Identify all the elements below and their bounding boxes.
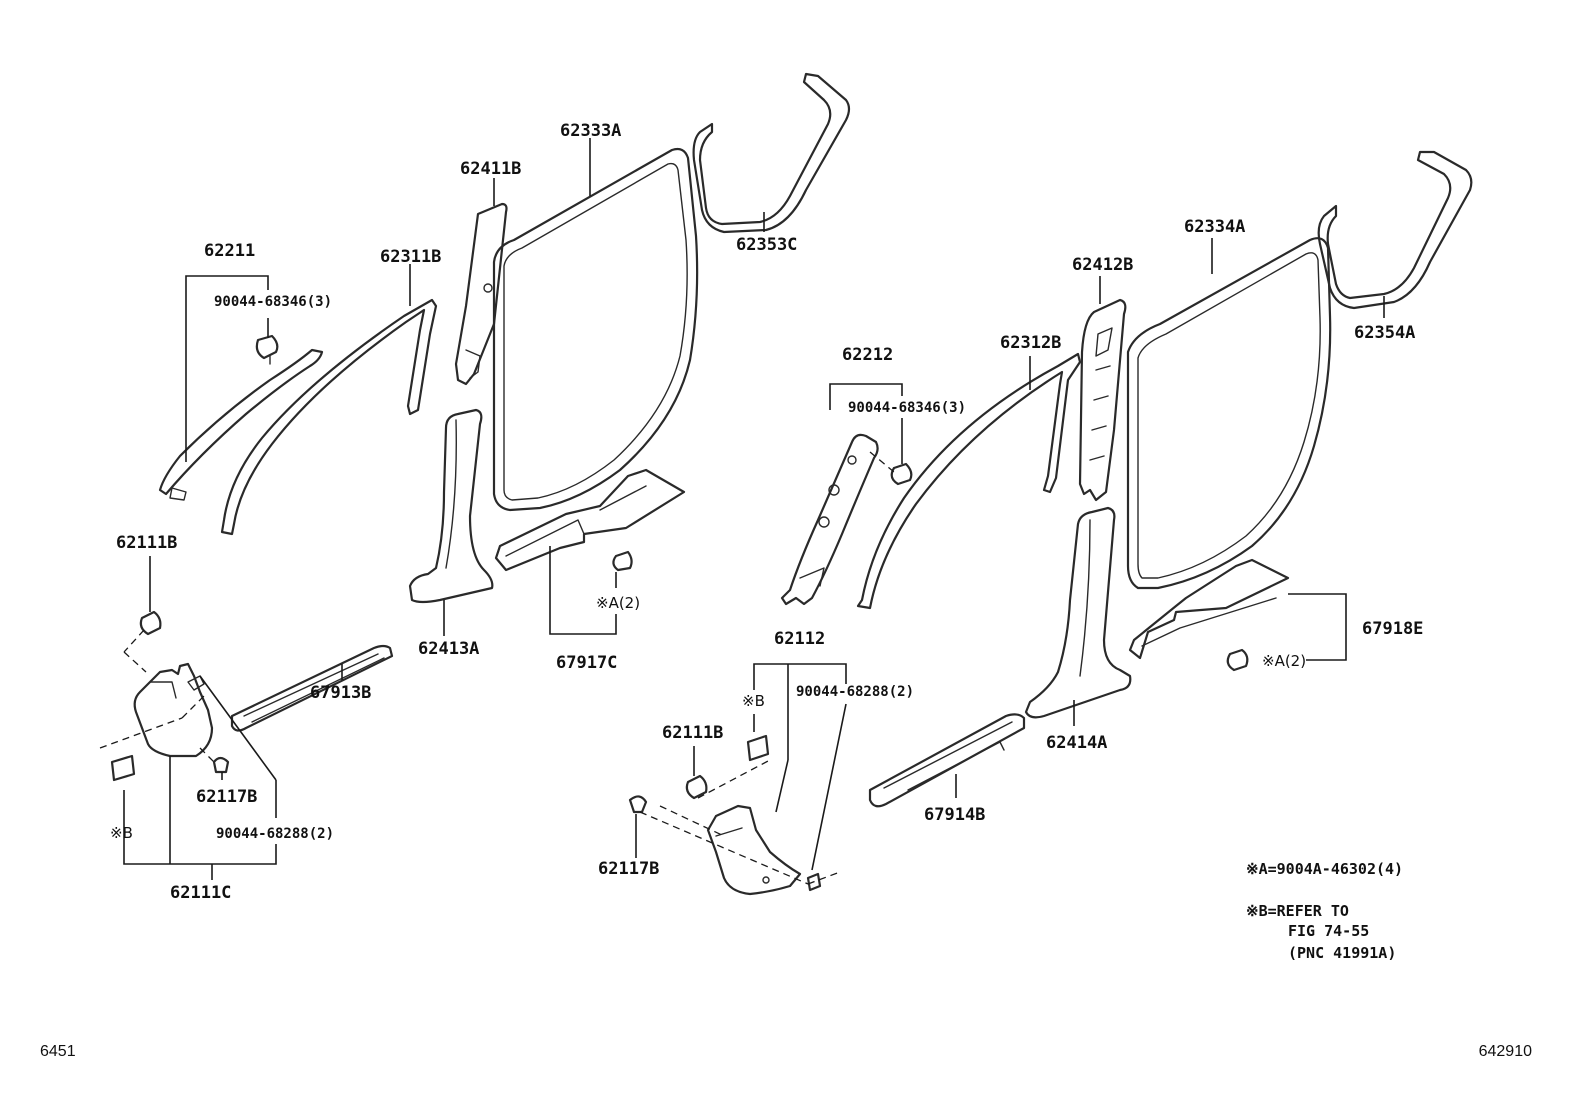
label-62412b: 62412B xyxy=(1072,255,1133,275)
clip-62111b-right-shape xyxy=(685,774,708,800)
label-62312b: 62312B xyxy=(1000,333,1061,353)
part-62413a-shape xyxy=(408,408,494,604)
label-clip-left-top: 90044-68346(3) xyxy=(214,294,332,310)
clip-a-right-shape xyxy=(1226,648,1249,672)
part-62412b-shape xyxy=(1078,298,1127,502)
footer-right-code: 642910 xyxy=(1478,1043,1532,1060)
label-62411b: 62411B xyxy=(460,159,521,179)
part-67917c-shape xyxy=(494,468,686,572)
label-62334a: 62334A xyxy=(1184,217,1245,237)
clip-90044-68346-left-shape xyxy=(255,334,279,365)
part-labels: 62211 90044-68346(3) 62311B 62411B 62333… xyxy=(110,121,1423,962)
label-clip-right-top: 90044-68346(3) xyxy=(848,400,966,416)
part-62334a-shape xyxy=(1126,237,1332,590)
label-67913b: 67913B xyxy=(310,683,371,703)
note-a-definition: ※A=9004A-46302(4) xyxy=(1246,860,1403,878)
label-62311b: 62311B xyxy=(380,247,441,267)
part-62212-shape xyxy=(780,433,879,606)
part-67914b-shape xyxy=(868,713,1026,808)
note-b-definition-line1: ※B=REFER TO xyxy=(1246,902,1349,920)
part-62312b-shape xyxy=(856,352,1082,610)
part-62211-shape xyxy=(158,348,324,501)
part-62354a-shape xyxy=(1317,150,1473,310)
label-62112: 62112 xyxy=(774,629,825,649)
note-b-definition-line2: FIG 74-55 xyxy=(1288,922,1369,940)
label-62354a: 62354A xyxy=(1354,323,1415,343)
footer-left-code: 6451 xyxy=(40,1043,76,1060)
label-62212: 62212 xyxy=(842,345,893,365)
part-62414a-shape xyxy=(1024,506,1132,719)
label-67918e: 67918E xyxy=(1362,619,1423,639)
clip-62117b-right-shape xyxy=(628,795,648,814)
part-62411b-shape xyxy=(454,202,508,386)
label-a-right: ※A(2) xyxy=(1262,652,1306,670)
label-62353c: 62353C xyxy=(736,235,797,255)
label-67917c: 67917C xyxy=(556,653,617,673)
label-b-left: ※B xyxy=(110,824,133,842)
label-62117b-right: 62117B xyxy=(598,859,659,879)
clip-90044-68288-right-shape xyxy=(806,872,822,892)
note-b-definition-line3: (PNC 41991A) xyxy=(1288,944,1396,962)
label-b-right: ※B xyxy=(742,692,765,710)
part-67913b-shape xyxy=(230,644,394,732)
label-62211: 62211 xyxy=(204,241,255,261)
label-clip-left-bottom: 90044-68288(2) xyxy=(216,826,334,842)
clip-90044-68346-right-shape xyxy=(890,462,913,486)
label-62333a: 62333A xyxy=(560,121,621,141)
leader-lines xyxy=(99,138,1385,885)
label-62111b-left: 62111B xyxy=(116,533,177,553)
label-67914b: 67914B xyxy=(924,805,985,825)
sticker-b-right-shape xyxy=(746,734,770,762)
part-62353c-shape xyxy=(692,72,851,234)
part-67918e-shape xyxy=(1128,558,1290,660)
sticker-b-left-shape xyxy=(110,754,136,782)
label-a-left: ※A(2) xyxy=(596,594,640,612)
part-62112-shape xyxy=(706,804,802,896)
part-62311b-shape xyxy=(220,298,438,536)
label-clip-right-bottom: 90044-68288(2) xyxy=(796,684,914,700)
clip-62117b-left-shape xyxy=(212,756,230,774)
part-62333a-shape xyxy=(492,147,699,512)
label-62414a: 62414A xyxy=(1046,733,1107,753)
clip-a-left-shape xyxy=(612,550,633,572)
label-62117b-left: 62117B xyxy=(196,787,257,807)
label-62413a: 62413A xyxy=(418,639,479,659)
label-62111c: 62111C xyxy=(170,883,231,903)
label-62111b-right: 62111B xyxy=(662,723,723,743)
clip-62111b-left-shape xyxy=(139,610,162,636)
